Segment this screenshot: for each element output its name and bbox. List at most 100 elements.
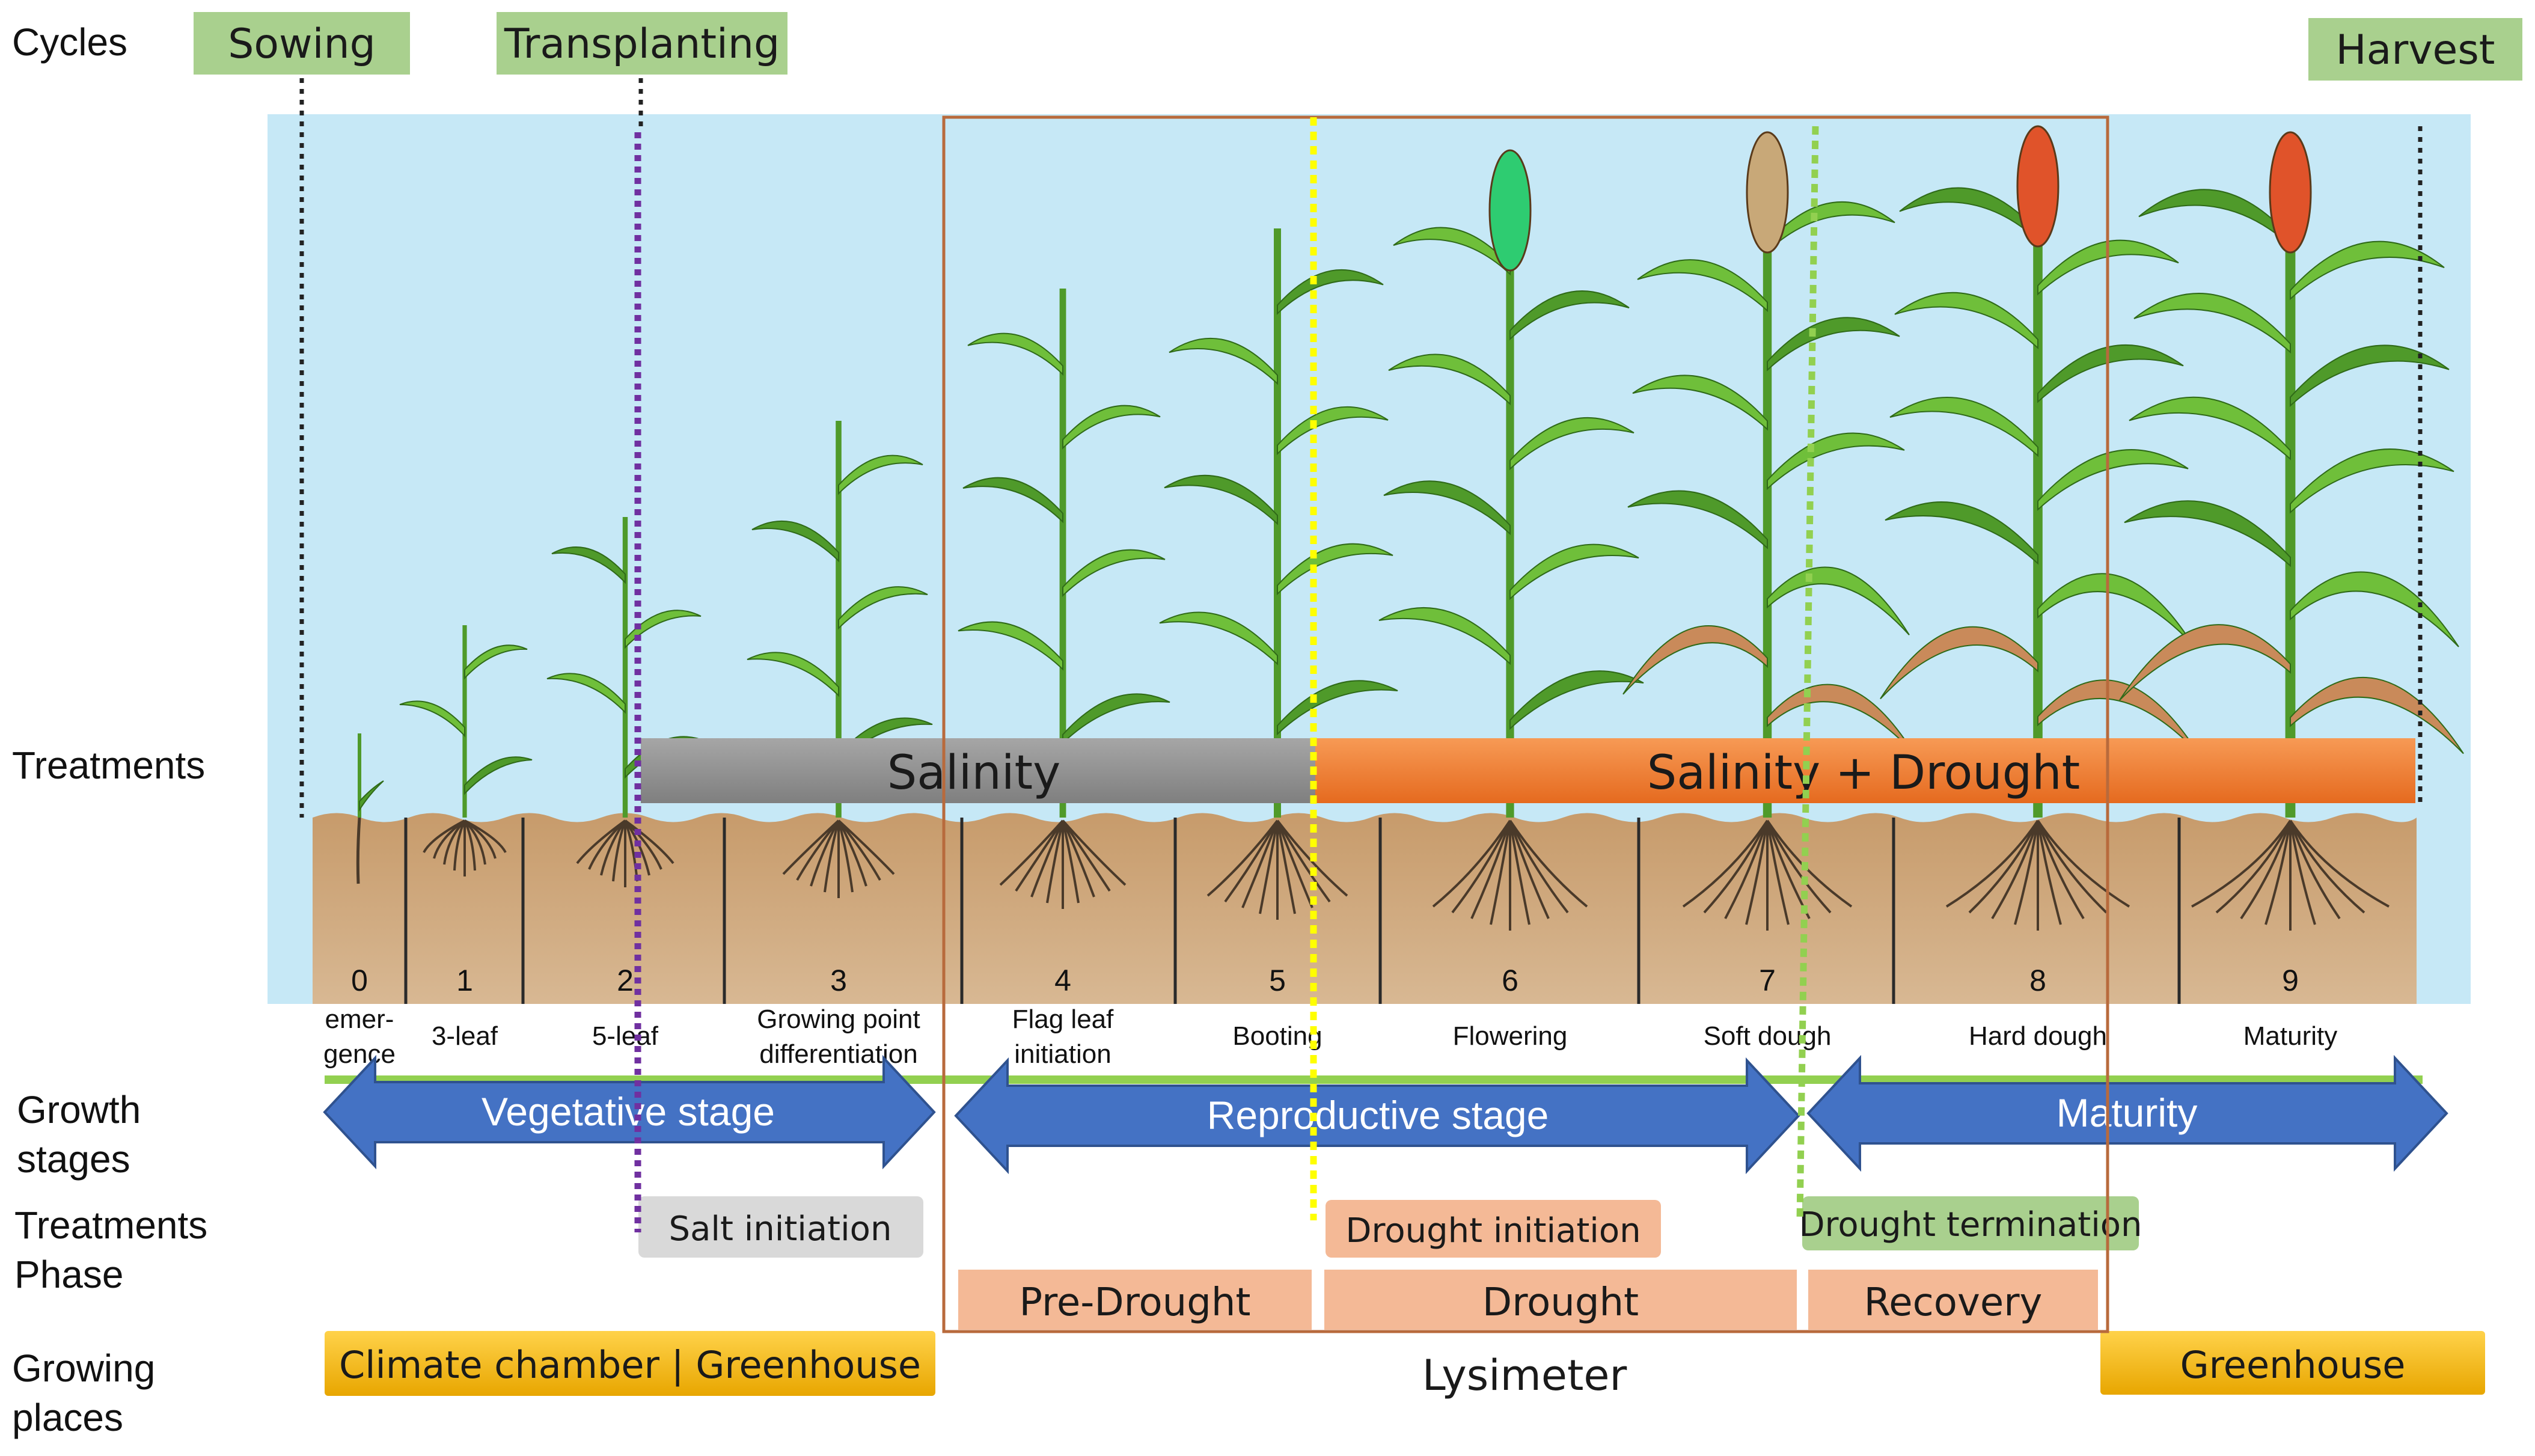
salt-initiation-box [638, 1196, 923, 1258]
plant [1622, 131, 1915, 931]
leaf [546, 673, 626, 714]
root [464, 819, 507, 853]
root [443, 819, 466, 865]
stage-name: Booting [1232, 1021, 1322, 1051]
stage-name: Maturity [2243, 1021, 2337, 1051]
recovery-label: Recovery [1864, 1280, 2043, 1325]
leaf [1899, 187, 2038, 242]
leaf [1277, 680, 1398, 736]
root [824, 820, 840, 893]
stage-number: 2 [617, 964, 634, 997]
leaf [2037, 449, 2189, 511]
root [1766, 820, 1832, 914]
leaf [747, 652, 839, 697]
leaf [464, 644, 528, 680]
leaf [1509, 670, 1644, 730]
row-label-cycles: Cycles [12, 20, 127, 64]
stage-number: 5 [1269, 964, 1286, 997]
leaf [1637, 259, 1768, 313]
maturity-label: Maturity [2056, 1090, 2198, 1135]
root [2037, 820, 2085, 920]
stage-number: 9 [2282, 964, 2299, 997]
stage-number: 3 [830, 964, 847, 997]
greenhouse-box [2100, 1331, 2485, 1395]
root [2037, 820, 2108, 914]
stage-name: Growing point [757, 1005, 920, 1034]
greenhouse-label: Greenhouse [2180, 1343, 2406, 1387]
root [837, 820, 854, 893]
leaf [751, 520, 839, 563]
leaf [1627, 490, 1768, 549]
vegetative-label: Vegetative stage [482, 1089, 775, 1134]
root [2289, 820, 2365, 914]
stage-number: 6 [1502, 964, 1518, 997]
climate-chamber-greenhouse-box [325, 1331, 935, 1396]
root [1062, 820, 1080, 904]
leaf [2129, 396, 2291, 460]
root [1945, 819, 2039, 908]
root [1968, 820, 2039, 914]
leaf [399, 700, 465, 738]
root [1030, 820, 1064, 898]
leaf [967, 332, 1063, 376]
leaf [464, 756, 533, 795]
row-label-places-1: Growing [12, 1347, 155, 1390]
leaf [2037, 239, 2179, 296]
pre-drought-box [958, 1270, 1312, 1330]
root [1241, 820, 1279, 908]
root [2289, 820, 2316, 925]
stage-number: 4 [1054, 964, 1071, 997]
stage-name: Flag leaf [1012, 1005, 1115, 1034]
plant [1159, 228, 1398, 920]
stage-number: 0 [351, 964, 368, 997]
root [2014, 820, 2039, 925]
stage-dividers [404, 818, 2181, 1004]
drought-initiation-label: Drought initiation [1345, 1211, 1641, 1250]
stage-name: initiation [1014, 1039, 1111, 1069]
row-label-growth-stages-1: Growth [17, 1088, 141, 1131]
root [624, 819, 674, 864]
salinity-bar [641, 738, 1315, 803]
root [356, 817, 361, 884]
leaf [2133, 293, 2291, 354]
lysimeter-label: Lysimeter [1422, 1351, 1627, 1400]
root [588, 819, 626, 870]
leaf [2119, 624, 2291, 701]
leaf [2124, 500, 2291, 567]
root [1682, 819, 1769, 908]
harvest-label: Harvest [2336, 26, 2495, 74]
grain-head [1488, 149, 1532, 272]
root [837, 819, 881, 881]
leaf [1509, 543, 1639, 601]
stage-name: emer- [325, 1005, 394, 1034]
plant [399, 625, 533, 876]
root [1451, 820, 1511, 914]
stage-name: 3-leaf [432, 1021, 498, 1051]
root [1724, 820, 1769, 919]
root [1509, 820, 1530, 925]
sowing-label: Sowing [228, 20, 376, 68]
leaf [2290, 571, 2459, 647]
leaf [1393, 227, 1511, 276]
root [1276, 820, 1313, 908]
leaf [962, 477, 1063, 524]
root [1015, 819, 1064, 892]
stage-number: 8 [2029, 964, 2046, 997]
root [1432, 819, 1511, 908]
drought-initiation-box [1326, 1200, 1661, 1258]
salinity-label: Salinity [887, 746, 1061, 800]
vegetative-arrow [323, 1054, 936, 1170]
root [1259, 820, 1279, 914]
root [810, 820, 840, 887]
leaf [2290, 344, 2450, 407]
drought-label: Drought [1482, 1280, 1639, 1325]
harvest-box [2308, 18, 2522, 81]
leaf [2037, 344, 2184, 403]
leaf [2290, 676, 2464, 754]
root [612, 820, 626, 882]
stage-name: Hard dough [1969, 1021, 2107, 1051]
row-label-growth-stages-2: stages [17, 1137, 130, 1181]
stage-number: 7 [1759, 964, 1776, 997]
leaf [1767, 566, 1910, 635]
root [2215, 820, 2292, 914]
